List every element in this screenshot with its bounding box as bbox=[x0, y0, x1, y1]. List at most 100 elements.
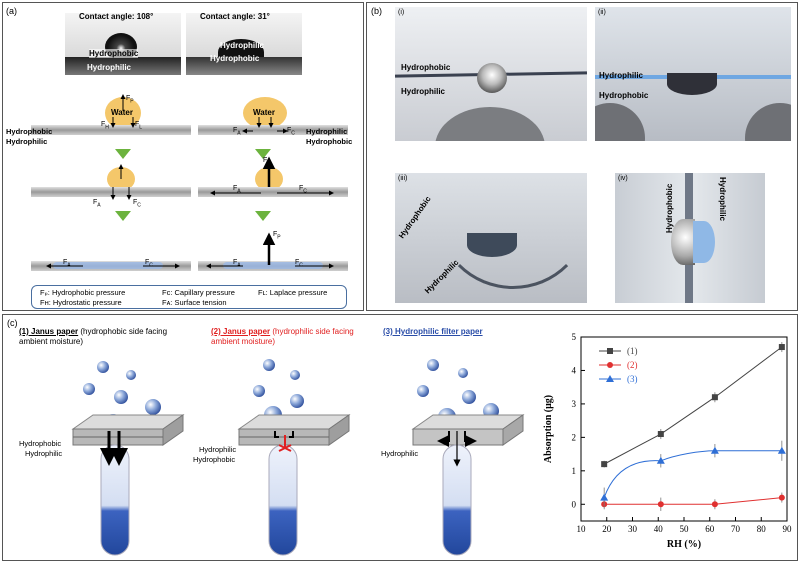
down-arrow bbox=[115, 149, 131, 159]
data-point bbox=[711, 394, 718, 401]
left-bottom-label: Hydrophilic bbox=[6, 137, 48, 146]
series-line bbox=[603, 346, 783, 465]
series-line bbox=[604, 497, 782, 505]
legend-marker bbox=[607, 362, 613, 368]
cylinder-shape bbox=[745, 103, 791, 141]
item2-caption: (2) Janus paper (hydrophilic side facing… bbox=[211, 327, 369, 347]
water-molecule bbox=[458, 368, 468, 378]
data-point bbox=[601, 461, 608, 468]
contact-left-top-label: Hydrophobic bbox=[89, 49, 139, 58]
force-label-fa: FA bbox=[93, 199, 101, 209]
water-molecule bbox=[263, 359, 275, 371]
force-legend: Fₚ: Hydrophobic pressure Fᴄ: Capillary p… bbox=[31, 285, 347, 309]
force-label-fc: FC bbox=[145, 259, 153, 269]
panel-c-label: (c) bbox=[7, 318, 18, 328]
water-label-left: Water bbox=[111, 108, 133, 117]
water-molecule bbox=[83, 383, 95, 395]
absorption-schematic bbox=[71, 359, 525, 556]
force-label-fa: FA bbox=[233, 185, 241, 195]
x-tick-label: 30 bbox=[628, 524, 638, 534]
contact-angle-right: Contact angle: 31° bbox=[200, 13, 270, 21]
photo-i-bottom: Hydrophilic bbox=[401, 87, 446, 96]
panel-b: (b) (i) Hydrophobic Hydrophilic (ii) Hyd… bbox=[366, 2, 798, 311]
left-top-label: Hydrophobic bbox=[6, 127, 53, 136]
water-label-right: Water bbox=[253, 108, 275, 117]
panel-a-label: (a) bbox=[6, 6, 17, 16]
photo-iii-bottom: Hydrophilic bbox=[423, 257, 461, 296]
droplet-shape bbox=[667, 73, 717, 95]
contact-angle-photo-right: Contact angle: 31° Hydrophilic Hydrophob… bbox=[186, 13, 302, 75]
data-point bbox=[657, 501, 664, 508]
x-tick-label: 40 bbox=[654, 524, 664, 534]
down-arrow bbox=[115, 211, 131, 221]
x-tick-label: 70 bbox=[731, 524, 741, 534]
contact-left-bottom-label: Hydrophilic bbox=[87, 63, 132, 72]
y-tick-label: 2 bbox=[572, 432, 577, 442]
test-tube bbox=[268, 444, 298, 556]
force-label-fh: FH bbox=[101, 121, 109, 131]
photo-iii-top: Hydrophobic bbox=[397, 194, 433, 241]
data-point bbox=[600, 493, 609, 501]
legend-marker bbox=[607, 348, 613, 354]
down-arrow bbox=[255, 149, 271, 159]
right-bottom-label: Hydrophobic bbox=[306, 137, 353, 146]
photo-iv: (iv) Hydrophobic Hydrophilic bbox=[615, 173, 765, 303]
x-tick-label: 80 bbox=[757, 524, 767, 534]
substrate-bar bbox=[198, 125, 348, 135]
photo-iii-tag: (iii) bbox=[398, 175, 408, 182]
legend-label: (1) bbox=[627, 346, 638, 356]
substrate-bar bbox=[31, 187, 191, 197]
legend-fp: Fₚ: Hydrophobic pressure bbox=[40, 288, 126, 297]
water-molecule bbox=[417, 385, 429, 397]
legend-fc: Fᴄ: Capillary pressure bbox=[162, 288, 235, 297]
legend-marker bbox=[606, 375, 614, 382]
photo-iv-right: Hydrophilic bbox=[718, 177, 727, 222]
water-molecule bbox=[97, 361, 109, 373]
substrate-bar bbox=[198, 187, 348, 197]
item2-desc: (hydrophilic side facing ambient moistur… bbox=[211, 327, 354, 346]
y-tick-label: 5 bbox=[572, 332, 577, 342]
data-point bbox=[711, 501, 718, 508]
contact-right-top-label: Hydrophilic bbox=[220, 41, 265, 50]
substrate-shape bbox=[186, 57, 302, 75]
legend-label: (3) bbox=[627, 374, 638, 384]
water-molecule bbox=[145, 399, 161, 415]
panel-b-label: (b) bbox=[371, 6, 382, 16]
series-line bbox=[603, 450, 782, 498]
water-molecule bbox=[290, 394, 304, 408]
force-label-fc: FC bbox=[299, 185, 307, 195]
cylinder-shape bbox=[435, 107, 545, 141]
droplet-shape bbox=[671, 219, 695, 265]
item2-top-label: Hydrophilic bbox=[199, 445, 237, 454]
x-tick-label: 50 bbox=[680, 524, 690, 534]
photo-i-top: Hydrophobic bbox=[401, 63, 451, 72]
contact-angle-left: Contact angle: 108° bbox=[79, 13, 154, 21]
water-molecule bbox=[253, 385, 265, 397]
item2-title: (2) Janus paper bbox=[211, 327, 271, 336]
force-label-fc: FC bbox=[133, 199, 141, 209]
item1-caption: (1) Janus paper (hydrophobic side facing… bbox=[19, 327, 169, 347]
photo-iii: (iii) Hydrophobic Hydrophilic bbox=[395, 173, 587, 303]
droplet-shape bbox=[477, 63, 507, 93]
photo-iv-tag: (iv) bbox=[618, 175, 628, 182]
cylinder-shape bbox=[595, 103, 645, 141]
water-molecule bbox=[126, 370, 136, 380]
y-tick-label: 1 bbox=[572, 466, 577, 476]
force-label-fp: FP bbox=[263, 157, 271, 167]
force-label-fp: FP bbox=[126, 95, 134, 105]
photo-iv-left: Hydrophobic bbox=[665, 183, 674, 233]
force-label-fc: FC bbox=[295, 259, 303, 269]
force-label-fl: FL bbox=[135, 121, 143, 131]
y-tick-label: 0 bbox=[572, 499, 577, 509]
item2-bottom-label: Hydrophobic bbox=[193, 455, 236, 464]
force-label-fa: FA bbox=[233, 259, 241, 269]
data-point bbox=[778, 494, 785, 501]
item1-desc: (hydrophobic side facing ambient moistur… bbox=[19, 327, 168, 346]
force-label-fc: FC bbox=[287, 127, 295, 137]
data-point bbox=[777, 446, 786, 454]
item3-caption: (3) Hydrophilic filter paper bbox=[383, 327, 543, 337]
legend-label: (2) bbox=[627, 360, 638, 370]
test-tube bbox=[100, 444, 130, 556]
water-droplet bbox=[243, 97, 287, 129]
water-droplet bbox=[105, 97, 141, 129]
